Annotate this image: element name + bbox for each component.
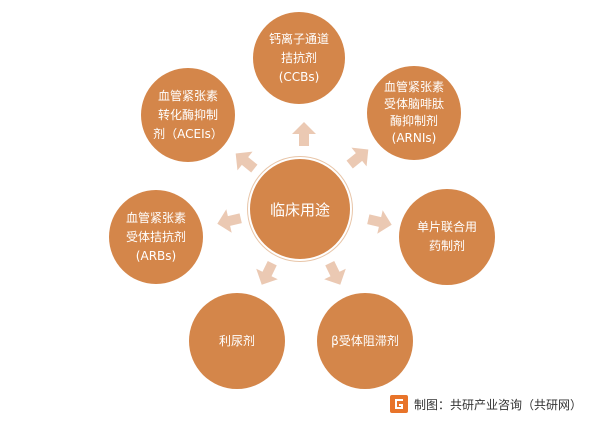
arrow-upper-left-icon: [235, 151, 258, 173]
node-ccbs-line-1: 钙离子通道: [268, 31, 329, 46]
arrow-right-icon: [367, 210, 392, 234]
source-footer: 制图：共研产业咨询（共研网）: [389, 394, 582, 414]
node-aceis-line-3: 剂（ACEIs）: [153, 126, 223, 141]
node-arbs-line-2: 受体拮抗剂: [125, 229, 186, 244]
arrow-left-icon: [217, 209, 242, 233]
arrow-lower-left-icon: [256, 261, 278, 285]
center-label: 临床用途: [269, 200, 330, 219]
node-arnis-line-1: 血管紧张素: [383, 80, 444, 94]
arrow-upper-right-icon: [346, 147, 369, 169]
node-ccbs-line-2: 拮抗剂: [280, 50, 317, 65]
node-ccbs: 钙离子通道 拮抗剂 (CCBs): [253, 12, 345, 104]
node-arbs-line-1: 血管紧张素: [125, 210, 186, 225]
node-arnis-line-2: 受体脑啡肽: [383, 97, 444, 111]
node-combo-line-2: 药制剂: [428, 239, 465, 253]
node-arbs-line-3: (ARBs): [135, 248, 177, 263]
node-beta-blocker-line-1: β受体阻滞剂: [331, 333, 399, 348]
center-node: 临床用途: [248, 157, 352, 261]
node-diuretic: 利尿剂: [189, 293, 285, 389]
node-arbs: 血管紧张素 受体拮抗剂 (ARBs): [109, 190, 203, 284]
node-beta-blocker: β受体阻滞剂: [317, 293, 413, 389]
node-arnis: 血管紧张素 受体脑啡肽 酶抑制剂 (ARNIs): [367, 66, 461, 160]
node-combo-line-1: 单片联合用: [416, 220, 477, 234]
node-diuretic-line-1: 利尿剂: [218, 333, 255, 348]
source-text: 制图：共研产业咨询（共研网）: [413, 397, 582, 412]
node-ccbs-line-3: (CCBs): [278, 69, 320, 84]
brand-logo-icon: [389, 395, 408, 413]
node-aceis-line-2: 转化酶抑制: [157, 107, 218, 122]
arrow-up-icon: [292, 122, 316, 146]
node-combo: 单片联合用 药制剂: [399, 189, 495, 285]
node-arnis-line-4: (ARNIs): [391, 131, 437, 145]
node-arnis-line-3: 酶抑制剂: [389, 114, 438, 128]
node-aceis-line-1: 血管紧张素: [157, 88, 218, 103]
node-aceis: 血管紧张素 转化酶抑制 剂（ACEIs）: [141, 68, 235, 162]
arrow-lower-right-icon: [324, 261, 346, 285]
